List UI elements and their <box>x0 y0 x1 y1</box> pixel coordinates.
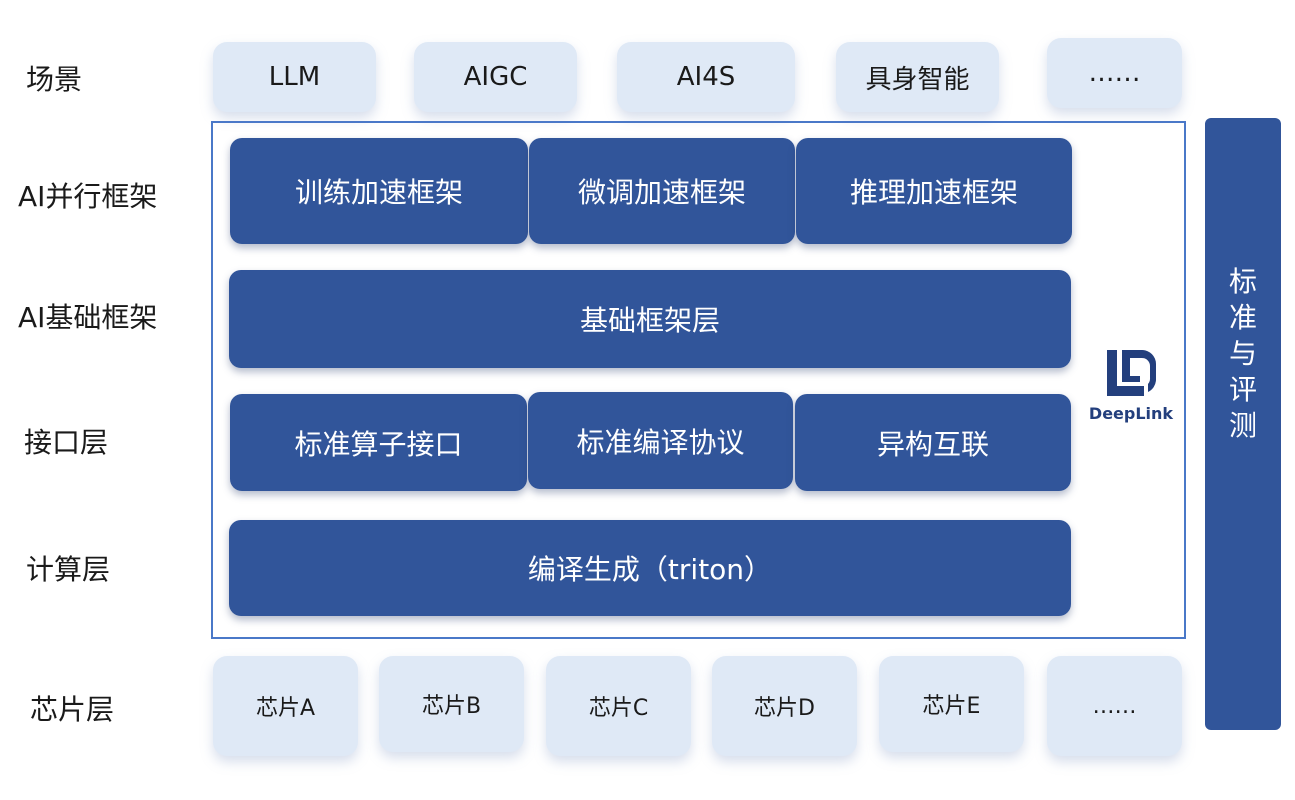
row-label-chip: 芯片层 <box>30 693 115 726</box>
row-label-ai-parallel: AI并行框架 <box>18 180 158 213</box>
chip-box-d: 芯片D <box>712 656 857 756</box>
row-label-scene: 场景 <box>26 63 83 96</box>
parallel-box-training: 训练加速框架 <box>230 138 528 244</box>
parallel-box-finetune: 微调加速框架 <box>529 138 795 244</box>
interface-box-interconnect: 异构互联 <box>795 394 1071 491</box>
row-label-compute: 计算层 <box>26 553 111 586</box>
chip-box-a: 芯片A <box>213 656 358 756</box>
scene-box-embodied: 具身智能 <box>836 42 999 112</box>
chip-box-more: …… <box>1047 656 1182 756</box>
interface-box-compile-protocol: 标准编译协议 <box>528 392 793 489</box>
deeplink-logo-icon <box>1107 350 1156 396</box>
scene-box-aigc: AIGC <box>414 42 577 112</box>
interface-box-operators: 标准算子接口 <box>230 394 527 491</box>
row-label-ai-base: AI基础框架 <box>18 301 158 334</box>
base-layer-box: 基础框架层 <box>229 270 1071 368</box>
deeplink-frame <box>211 121 1186 639</box>
scene-box-ai4s: AI4S <box>617 42 795 112</box>
scene-box-more: …… <box>1047 38 1182 108</box>
chip-box-b: 芯片B <box>379 656 524 752</box>
chip-box-c: 芯片C <box>546 656 691 756</box>
side-bar-standards-evaluation: 标准与评测 <box>1205 118 1281 730</box>
side-bar-label: 标准与评测 <box>1228 265 1257 442</box>
scene-box-llm: LLM <box>213 42 376 112</box>
row-label-interface: 接口层 <box>24 426 109 459</box>
deeplink-logo-text: DeepLink <box>1088 404 1174 423</box>
chip-box-e: 芯片E <box>879 656 1024 752</box>
parallel-box-inference: 推理加速框架 <box>796 138 1072 244</box>
compute-layer-box: 编译生成（triton） <box>229 520 1071 616</box>
